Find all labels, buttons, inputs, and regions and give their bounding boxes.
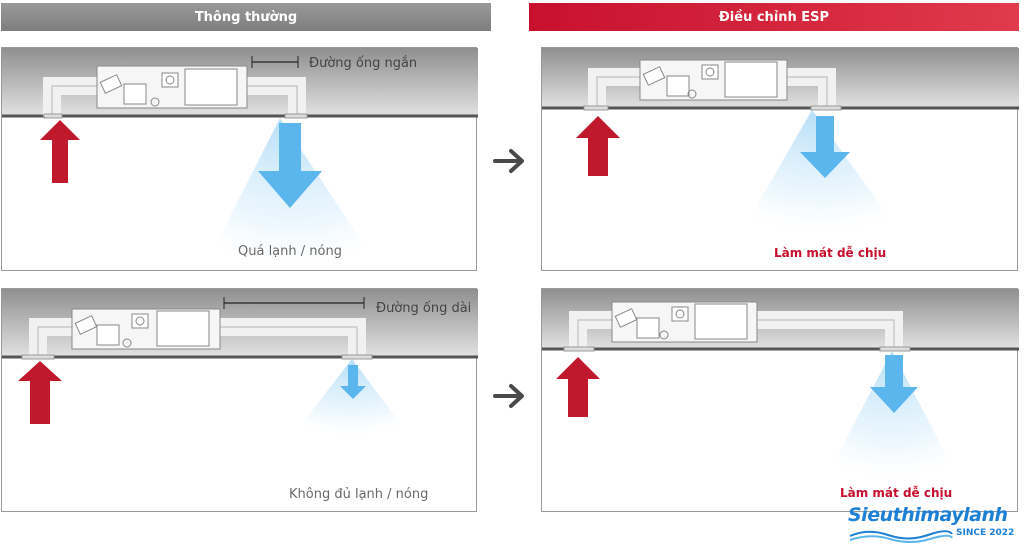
panel-short-normal: Đường ống ngắn Quá lạnh / nóng (1, 47, 478, 272)
indoor-unit (71, 308, 221, 350)
panel-long-esp: Làm mát dễ chịu (541, 288, 1019, 512)
logo-since: SINCE 2022 (956, 528, 1015, 538)
intake-arrow-icon (18, 361, 62, 424)
airflow-cone (738, 110, 904, 238)
pipe-label-long: Đường ống dài (376, 301, 472, 316)
right-arrow-icon (493, 384, 524, 408)
logo-name: Sieuthimaylanh (848, 504, 1008, 526)
indoor-unit (639, 59, 788, 101)
outflow-arrow-icon (258, 123, 322, 208)
caption-long-normal: Không đủ lạnh / nóng (289, 487, 429, 502)
caption-long-esp: Làm mát dễ chịu (840, 486, 953, 500)
right-arrow-icon (493, 149, 524, 173)
diagram-short-normal (2, 48, 478, 272)
panel-short-esp: Làm mát dễ chịu (541, 47, 1019, 271)
intake-arrow-icon (576, 116, 620, 176)
wave-icon (849, 530, 953, 543)
panel-long-normal: Đường ống dài Không đủ lạnh / nóng (1, 288, 478, 512)
caption-short-esp: Làm mát dễ chịu (774, 246, 887, 260)
indoor-unit (611, 301, 758, 343)
brand-logo: Sieuthimaylanh SINCE 2022 (848, 504, 1020, 544)
airflow-cone (290, 359, 412, 439)
indoor-unit (96, 65, 248, 109)
pipe-label-short: Đường ống ngắn (309, 56, 418, 71)
outflow-arrow-icon (800, 116, 850, 178)
diagram-long-esp (542, 289, 1019, 485)
header-esp: Điều chỉnh ESP (529, 3, 1019, 31)
caption-short-normal: Quá lạnh / nóng (238, 244, 342, 259)
intake-arrow-icon (40, 120, 80, 183)
header-normal: Thông thường (1, 3, 491, 31)
outflow-arrow-icon (340, 365, 366, 399)
diagram-short-esp (542, 48, 1019, 238)
diagram-long-normal (2, 289, 478, 439)
outflow-arrow-icon (870, 355, 918, 413)
airflow-cone (822, 351, 962, 485)
intake-arrow-icon (556, 357, 600, 417)
